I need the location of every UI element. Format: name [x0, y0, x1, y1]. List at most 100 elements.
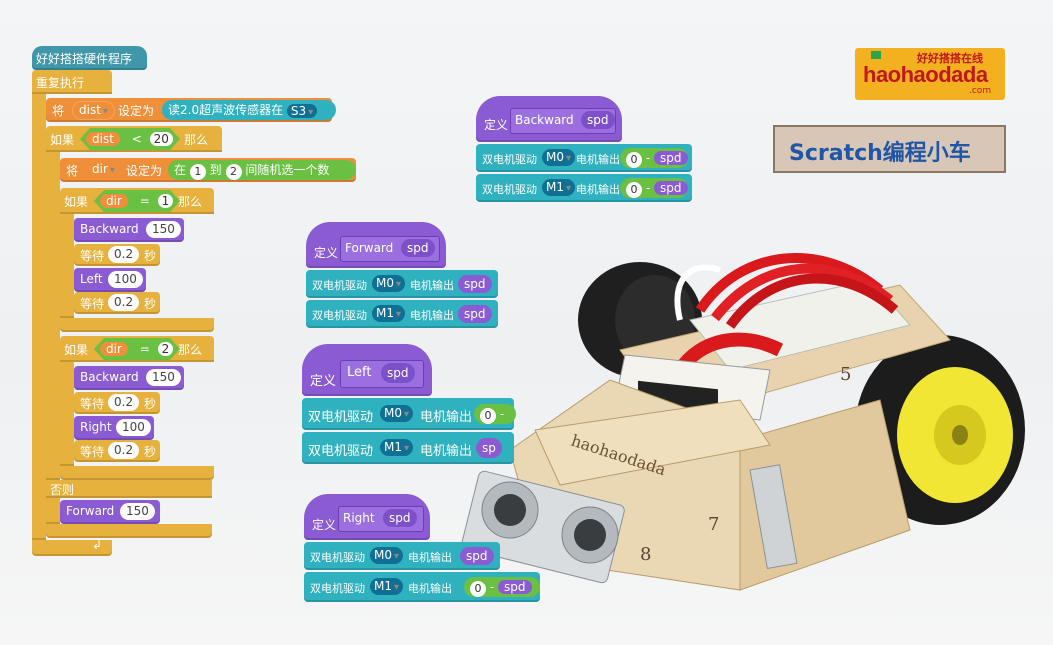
dir-reporter-1[interactable]: dir: [100, 194, 128, 208]
minus-left-2[interactable]: 0: [626, 182, 642, 198]
ultrasonic-label: 读2.0超声波传感器在: [168, 103, 284, 117]
motor-dropdown-1[interactable]: M0: [542, 149, 576, 166]
minus-param-1[interactable]: spd: [654, 151, 688, 165]
forever-bottom: ↲: [32, 538, 112, 556]
wait-value-3[interactable]: 0.2: [108, 394, 140, 411]
backward-call-2[interactable]: Backward 150: [74, 366, 184, 390]
motor-dropdown-6[interactable]: M1: [380, 439, 414, 456]
motor-dropdown-2[interactable]: M1: [542, 179, 576, 196]
wait-block-4[interactable]: 等待 0.2 秒: [74, 440, 160, 462]
forward-param-2[interactable]: spd: [458, 305, 492, 323]
less-than-operator[interactable]: dist < 20: [80, 128, 180, 150]
forever-block[interactable]: 重复执行: [32, 70, 112, 94]
motor-out-7: 电机输出: [408, 551, 452, 564]
define-left-param[interactable]: spd: [381, 363, 415, 383]
define-keyword: 定义: [484, 118, 509, 132]
motor-out-5: 电机输出: [420, 410, 473, 425]
wait-unit-2: 秒: [144, 297, 157, 311]
left-motor-m1[interactable]: 双电机驱动 M1 电机输出 sp: [302, 432, 514, 464]
backward-call-1[interactable]: Backward 150: [74, 218, 184, 242]
ultrasonic-reporter-body[interactable]: 读2.0超声波传感器在 S3: [162, 100, 336, 120]
define-right-name: Right: [343, 511, 375, 525]
right-call-1[interactable]: Right 100: [74, 416, 154, 440]
motor-kw-4: 双电机驱动: [312, 309, 367, 322]
left-call-1[interactable]: Left 100: [74, 268, 146, 292]
motor-dropdown-5[interactable]: M0: [380, 405, 414, 422]
minus-operator-3[interactable]: 0 -: [474, 404, 516, 424]
left-motor-m0[interactable]: 双电机驱动 M0 电机输出 0 -: [302, 398, 516, 430]
minus-left-3[interactable]: 0: [480, 408, 496, 424]
define-backward-hat[interactable]: 定义 Backward spd: [476, 96, 622, 142]
compare-value[interactable]: 20: [150, 132, 173, 146]
wait-block-1[interactable]: 等待 0.2 秒: [74, 244, 160, 266]
define-forward-param[interactable]: spd: [401, 239, 435, 257]
if-keyword-2: 如果: [64, 195, 89, 209]
set-keyword-2: 将: [66, 164, 79, 178]
motor-kw-1: 双电机驱动: [482, 153, 537, 166]
minus-operator-2[interactable]: 0 - spd: [620, 178, 688, 198]
left-arg-1[interactable]: 100: [108, 271, 143, 288]
backward-motor-m0[interactable]: 双电机驱动 M0 电机输出 0 - spd: [476, 144, 692, 172]
motor-dropdown-4[interactable]: M1: [372, 305, 406, 322]
forward-arg-1[interactable]: 150: [120, 503, 155, 520]
minus-left-4[interactable]: 0: [470, 581, 486, 597]
wait-value-4[interactable]: 0.2: [108, 442, 140, 459]
compare-value-2[interactable]: 1: [158, 194, 174, 208]
haohaodada-logo[interactable]: 好好搭搭在线 haohaodada .com: [855, 48, 1005, 100]
backward-arg-1[interactable]: 150: [146, 221, 181, 238]
define-right-param[interactable]: spd: [383, 509, 417, 527]
right-motor-m1[interactable]: 双电机驱动 M1 电机输出 0 - spd: [304, 572, 540, 602]
motor-out-6: 电机输出: [420, 444, 473, 459]
motor-dropdown-7[interactable]: M0: [370, 547, 404, 564]
forward-call-1[interactable]: Forward 150: [60, 500, 160, 524]
random-from[interactable]: 1: [189, 164, 206, 180]
equals-operator-2[interactable]: dir = 2: [94, 338, 180, 360]
define-right-hat[interactable]: 定义 Right spd: [304, 494, 430, 540]
minus-param-4[interactable]: spd: [498, 580, 532, 594]
compare-value-3[interactable]: 2: [158, 342, 174, 356]
variable-dropdown-2[interactable]: dir: [86, 161, 121, 178]
random-reporter[interactable]: 在 1 到 2 间随机选一个数: [168, 160, 356, 180]
equals-operator-1[interactable]: dir = 1: [94, 190, 180, 212]
variable-dropdown[interactable]: dist: [72, 101, 115, 120]
program-hat-block[interactable]: 好好搭搭硬件程序: [32, 46, 147, 70]
else-block[interactable]: 否则: [46, 480, 212, 498]
right-param-1[interactable]: spd: [460, 547, 494, 565]
wait-block-3[interactable]: 等待 0.2 秒: [74, 392, 160, 414]
forward-label-1: Forward: [66, 504, 115, 518]
left-param-2[interactable]: sp: [476, 438, 502, 458]
dist-reporter[interactable]: dist: [86, 132, 120, 146]
define-backward-param[interactable]: spd: [581, 111, 615, 129]
if-dir2-arm: [60, 362, 74, 466]
wait-block-2[interactable]: 等待 0.2 秒: [74, 292, 160, 314]
wait-unit-4: 秒: [144, 445, 157, 459]
motor-kw-5: 双电机驱动: [308, 410, 374, 425]
define-forward-proto[interactable]: Forward spd: [340, 236, 440, 262]
define-forward-hat[interactable]: 定义 Forward spd: [306, 222, 446, 268]
backward-arg-2[interactable]: 150: [146, 369, 181, 386]
right-motor-m0[interactable]: 双电机驱动 M0 电机输出 spd: [304, 542, 500, 570]
then-keyword-3: 那么: [178, 343, 203, 357]
random-to[interactable]: 2: [225, 164, 242, 180]
wait-unit-3: 秒: [144, 397, 157, 411]
backward-motor-m1[interactable]: 双电机驱动 M1 电机输出 0 - spd: [476, 174, 692, 202]
right-arg-1[interactable]: 100: [116, 419, 151, 436]
minus-operator-4[interactable]: 0 - spd: [464, 577, 540, 597]
define-left-hat[interactable]: 定义 Left spd: [302, 344, 432, 396]
define-left-proto[interactable]: Left spd: [340, 360, 424, 388]
then-keyword-2: 那么: [178, 195, 203, 209]
motor-dropdown-8[interactable]: M1: [370, 578, 404, 595]
minus-left-1[interactable]: 0: [626, 152, 642, 168]
forward-motor-m1[interactable]: 双电机驱动 M1 电机输出 spd: [306, 300, 498, 328]
dir-reporter-2[interactable]: dir: [100, 342, 128, 356]
wait-value-2[interactable]: 0.2: [108, 294, 140, 311]
minus-param-2[interactable]: spd: [654, 181, 688, 195]
port-dropdown[interactable]: S3: [286, 104, 318, 118]
motor-dropdown-3[interactable]: M0: [372, 275, 406, 292]
forward-motor-m0[interactable]: 双电机驱动 M0 电机输出 spd: [306, 270, 498, 298]
wait-value-1[interactable]: 0.2: [108, 246, 140, 263]
minus-operator-1[interactable]: 0 - spd: [620, 148, 688, 168]
forward-param-1[interactable]: spd: [458, 275, 492, 293]
define-right-proto[interactable]: Right spd: [338, 506, 424, 532]
define-backward-proto[interactable]: Backward spd: [510, 108, 616, 134]
